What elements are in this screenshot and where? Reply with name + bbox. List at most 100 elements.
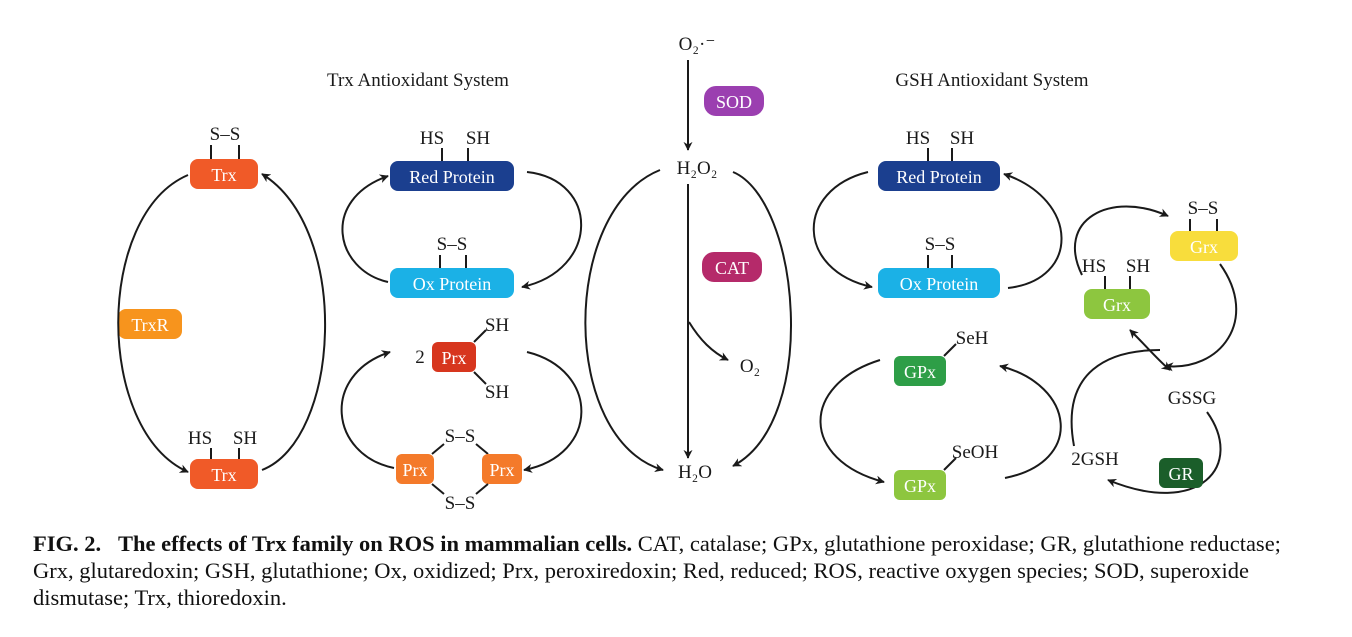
prx-oxidized-node: S–S Prx Prx S–S	[396, 426, 522, 514]
red-protein-left-hs-label: HS	[420, 128, 444, 149]
grx-ox-label: Grx	[1190, 237, 1218, 257]
trx-reduced-node: HS SH Trx	[188, 428, 258, 489]
protein-oxidation-arrow-right	[812, 171, 873, 290]
red-protein-right-node: HS SH Red Protein	[878, 128, 1000, 191]
gssg-label: GSSG	[1168, 388, 1217, 409]
gpx-ox-label: GPx	[904, 476, 936, 496]
trx-regeneration-arrow	[261, 173, 326, 471]
trxr-label: TrxR	[131, 315, 168, 335]
prx-red-pill	[432, 342, 476, 372]
protein-reduction-arrow-right	[1003, 172, 1063, 289]
grx-reduced-node: HS SH Grx	[1082, 256, 1151, 319]
gr-pill	[1159, 458, 1203, 488]
o2-label: O₂	[740, 356, 760, 377]
prx-coefficient: 2	[415, 347, 425, 368]
grx-ox-pill	[1170, 231, 1238, 261]
gr-reduction-arrow	[1107, 411, 1222, 494]
red-protein-right-label: Red Protein	[896, 167, 982, 187]
figure-caption-body: CAT, catalase; GPx, glutathione peroxida…	[33, 531, 1281, 610]
prx-ox-ss-top-label: S–S	[445, 426, 476, 447]
grx-red-sh-label: SH	[1126, 256, 1151, 277]
trx-ox-pill	[190, 159, 258, 189]
ox-protein-right-node: S–S Ox Protein	[878, 234, 1000, 298]
grx-ox-ss-label: S–S	[1188, 198, 1219, 219]
h2o2-to-h2o-left-arc	[584, 169, 664, 473]
gpx-red-pill	[894, 356, 946, 386]
grx-gsh-exchange-arrow	[1129, 329, 1171, 371]
sod-node: SOD	[704, 86, 764, 116]
prx-reduction-arrow	[340, 350, 395, 469]
gpx-ox-seoh-label: SeOH	[952, 442, 999, 463]
h2o-label: H₂O	[678, 462, 712, 483]
red-protein-right-pill	[878, 161, 1000, 191]
cat-node: CAT	[702, 252, 762, 282]
grx-red-hs-label: HS	[1082, 256, 1106, 277]
red-protein-left-sh-label: SH	[466, 128, 491, 149]
h2o2-to-h2o-right-arc	[732, 171, 792, 467]
trx-red-hs-label: HS	[188, 428, 212, 449]
protein-reduction-arrow-left	[341, 174, 389, 283]
sod-label: SOD	[716, 92, 752, 112]
trx-ox-label: Trx	[211, 165, 236, 185]
gpx-red-label: GPx	[904, 362, 936, 382]
gsh-system-title: GSH Antioxidant System	[895, 70, 1088, 91]
h2o2-label: H₂O₂	[677, 158, 718, 179]
gpx-ox-pill	[894, 470, 946, 500]
prx-ox-left-label: Prx	[402, 460, 427, 480]
trx-system-title: Trx Antioxidant System	[327, 70, 509, 91]
prx-ox-left-pill	[396, 454, 434, 484]
trx-ox-ss-label: S–S	[210, 124, 241, 145]
cat-label: CAT	[715, 258, 749, 278]
figure-caption: FIG. 2. The effects of Trx family on ROS…	[33, 530, 1323, 611]
prx-red-label: Prx	[441, 348, 466, 368]
red-protein-left-pill	[390, 161, 514, 191]
gr-node: GR	[1159, 458, 1203, 488]
grx-red-pill	[1084, 289, 1150, 319]
grx-oxidation-arrow	[1074, 205, 1169, 276]
o2-release-arrow	[688, 321, 729, 361]
gpx-oxidized-node: GPx SeOH	[894, 442, 998, 500]
grx-oxidized-node: S–S Grx	[1170, 198, 1238, 261]
figure-label: FIG. 2.	[33, 531, 102, 556]
trx-oxidized-node: S–S Trx	[190, 124, 258, 189]
grx-red-label: Grx	[1103, 295, 1131, 315]
prx-red-sh-bottom-label: SH	[485, 382, 510, 403]
protein-oxidation-arrow-left	[521, 171, 583, 290]
trx-red-label: Trx	[211, 465, 236, 485]
prx-ox-ss-bottom-label: S–S	[445, 493, 476, 514]
prx-ox-right-label: Prx	[489, 460, 514, 480]
ox-protein-left-label: Ox Protein	[413, 274, 492, 294]
trx-red-sh-label: SH	[233, 428, 258, 449]
trxr-node: TrxR	[118, 309, 182, 339]
gpx-reduction-arrow	[999, 363, 1062, 479]
superoxide-label: O₂·⁻	[679, 34, 716, 55]
sod-pill	[704, 86, 764, 116]
gsh-to-gssg-arc	[1070, 349, 1161, 447]
gpx-reduced-node: GPx SeH	[894, 328, 989, 386]
red-protein-left-label: Red Protein	[409, 167, 495, 187]
gpx-oxidation-arrow	[819, 359, 885, 485]
figure-title: The effects of Trx family on ROS in mamm…	[118, 531, 633, 556]
ox-protein-left-node: S–S Ox Protein	[390, 234, 514, 298]
ox-protein-left-ss-label: S–S	[437, 234, 468, 255]
two-gsh-label: 2GSH	[1071, 449, 1119, 470]
ox-protein-right-pill	[878, 268, 1000, 298]
cat-pill	[702, 252, 762, 282]
ox-protein-left-pill	[390, 268, 514, 298]
red-protein-right-sh-label: SH	[950, 128, 975, 149]
gr-label: GR	[1168, 464, 1193, 484]
red-protein-left-node: HS SH Red Protein	[390, 128, 514, 191]
grx-ox-to-gssg-arrow	[1164, 263, 1238, 372]
prx-ox-right-pill	[482, 454, 522, 484]
ox-protein-right-label: Ox Protein	[900, 274, 979, 294]
prx-red-sh-top-label: SH	[485, 315, 510, 336]
trxr-pill	[118, 309, 182, 339]
prx-reduced-node: 2 Prx SH SH	[415, 315, 509, 403]
trx-red-pill	[190, 459, 258, 489]
trxr-cycle-arrow	[117, 174, 189, 473]
gpx-red-seh-label: SeH	[956, 328, 989, 349]
prx-oxidation-arrow	[523, 351, 583, 473]
red-protein-right-hs-label: HS	[906, 128, 930, 149]
ox-protein-right-ss-label: S–S	[925, 234, 956, 255]
